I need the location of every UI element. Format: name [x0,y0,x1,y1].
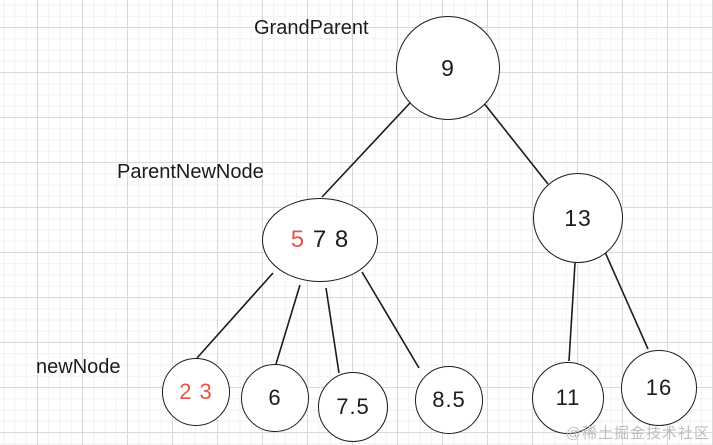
node-8-5: 8.5 [415,366,483,434]
node-value: 7 8 [305,226,350,253]
juejin-watermark: @稀土掘金技术社区 [565,425,710,442]
node-7-5: 7.5 [318,372,388,442]
node-value: 13 [564,204,592,231]
node-value: 7.5 [336,394,370,419]
node-6: 6 [241,364,309,432]
edge-13-to-11 [568,262,576,362]
node-13: 13 [533,173,623,263]
edge-parent-to-7-5 [325,287,340,374]
node-16: 16 [621,350,697,426]
node-value: 6 [268,385,282,410]
node-newnode-2-3: 2 3 [162,358,230,426]
edge-13-to-16 [604,251,649,350]
node-grandparent-9: 9 [396,16,500,120]
node-parent-5-7-8: 5 7 8 [262,198,378,282]
parent-new-node-label: ParentNewNode [117,161,264,183]
edge-parent-to-6 [275,284,301,365]
edge-parent-to-8-5 [361,271,420,369]
node-value: 8.5 [432,387,466,412]
new-node-label: newNode [36,356,121,378]
node-11: 11 [532,362,604,434]
node-value-red: 5 [290,226,306,253]
edge-parent-to-newnode [196,272,274,359]
edge-grandparent-to-13 [482,101,549,185]
edge-grandparent-to-parent [321,102,411,198]
node-value: 16 [645,375,673,400]
grandparent-label: GrandParent [254,17,369,39]
node-value-red: 2 3 [179,379,213,404]
node-value: 11 [555,385,581,410]
node-value: 9 [441,54,455,81]
